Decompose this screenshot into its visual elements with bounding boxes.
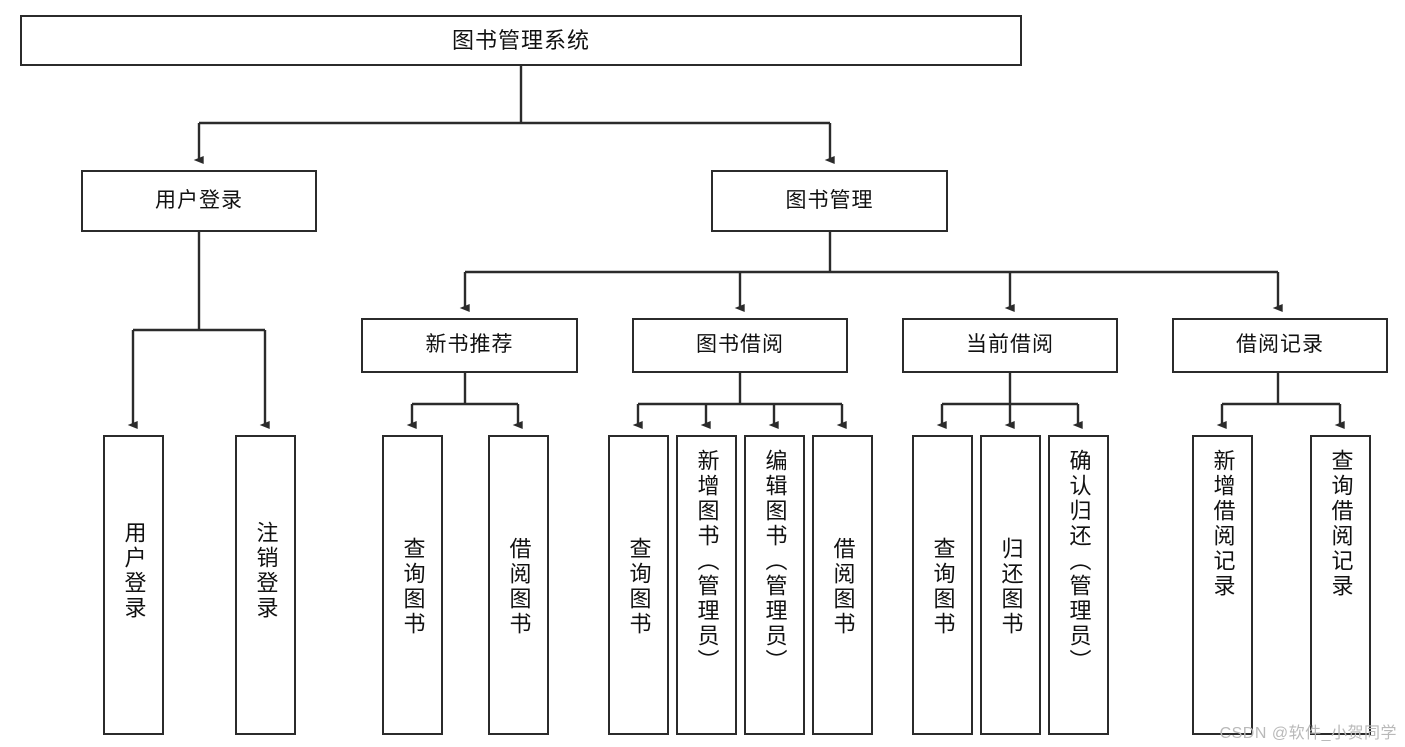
node-label: 确认归还（管理员） <box>1066 449 1092 674</box>
node-label: 查询图书 <box>626 537 652 637</box>
node-label: 查询借阅记录 <box>1328 449 1354 599</box>
node-current-borrow[interactable]: 当前借阅 <box>902 318 1118 373</box>
leaf-recommend-query-book[interactable]: 查询图书 <box>382 435 443 735</box>
node-label: 编辑图书（管理员） <box>762 449 788 674</box>
leaf-recommend-borrow-book[interactable]: 借阅图书 <box>488 435 549 735</box>
node-label: 查询图书 <box>400 537 426 637</box>
node-label: 当前借阅 <box>966 333 1054 357</box>
node-root[interactable]: 图书管理系统 <box>20 15 1022 66</box>
node-label: 图书借阅 <box>696 333 784 357</box>
node-label: 新增借阅记录 <box>1210 449 1236 599</box>
node-book-management[interactable]: 图书管理 <box>711 170 948 232</box>
leaf-user-login[interactable]: 用户登录 <box>103 435 164 735</box>
node-label: 借阅图书 <box>830 537 856 637</box>
node-new-book-recommend[interactable]: 新书推荐 <box>361 318 578 373</box>
node-book-borrow[interactable]: 图书借阅 <box>632 318 848 373</box>
leaf-borrow-add-book-admin[interactable]: 新增图书（管理员） <box>676 435 737 735</box>
leaf-record-add[interactable]: 新增借阅记录 <box>1192 435 1253 735</box>
node-label: 图书管理系统 <box>451 27 590 53</box>
node-label: 新书推荐 <box>425 333 514 357</box>
node-label: 用户登录 <box>121 521 147 621</box>
leaf-borrow-edit-book-admin[interactable]: 编辑图书（管理员） <box>744 435 805 735</box>
leaf-borrow-query-book[interactable]: 查询图书 <box>608 435 669 735</box>
node-label: 注销登录 <box>253 521 279 621</box>
leaf-current-return-book[interactable]: 归还图书 <box>980 435 1041 735</box>
node-user-login[interactable]: 用户登录 <box>81 170 317 232</box>
node-label: 查询图书 <box>930 537 956 637</box>
leaf-borrow-borrow-book[interactable]: 借阅图书 <box>812 435 873 735</box>
node-borrow-record[interactable]: 借阅记录 <box>1172 318 1388 373</box>
leaf-current-confirm-return-admin[interactable]: 确认归还（管理员） <box>1048 435 1109 735</box>
leaf-user-logout[interactable]: 注销登录 <box>235 435 296 735</box>
node-label: 用户登录 <box>155 188 243 212</box>
node-label: 借阅图书 <box>506 537 532 637</box>
leaf-current-query-book[interactable]: 查询图书 <box>912 435 973 735</box>
node-label: 归还图书 <box>998 537 1024 637</box>
node-label: 图书管理 <box>785 188 874 212</box>
leaf-record-query[interactable]: 查询借阅记录 <box>1310 435 1371 735</box>
node-label: 新增图书（管理员） <box>694 449 720 674</box>
node-label: 借阅记录 <box>1236 333 1324 357</box>
